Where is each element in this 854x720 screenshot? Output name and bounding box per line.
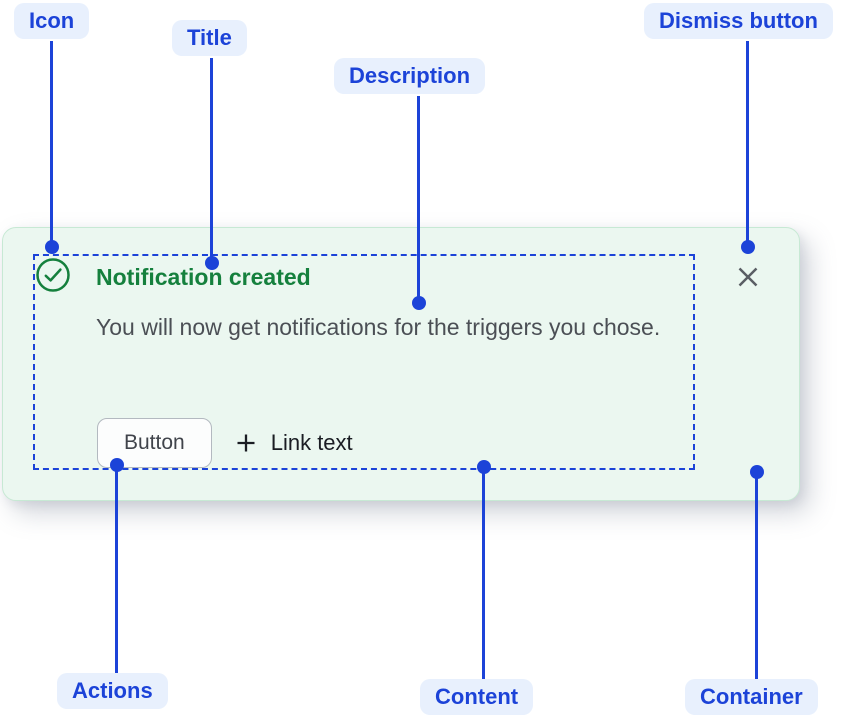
plus-icon [234,431,258,455]
callout-dismiss-line [746,41,749,242]
callout-container-line [755,477,758,679]
close-icon [735,264,761,290]
callout-icon-label: Icon [14,3,90,40]
callout-title-label: Title [172,20,247,57]
callout-icon-dot [45,240,59,254]
callout-dismiss-dot [741,240,755,254]
dismiss-button[interactable] [733,262,763,292]
callout-container-dot [750,465,764,479]
callout-content-line [482,472,485,679]
success-check-circle-icon [35,257,71,293]
callout-content-dot [477,460,491,474]
notification-title: Notification created [96,264,311,290]
content-region-outline [33,254,695,470]
callout-description-dot [412,296,426,310]
callout-actions-label: Actions [57,673,168,710]
callout-title-line [210,58,213,258]
callout-title-dot [205,256,219,270]
callout-actions-line [115,470,118,673]
callout-description-label: Description [334,58,486,95]
actions-row: Button Link text [97,418,353,468]
notification-description: You will now get notifications for the t… [96,314,661,340]
callout-dismiss-label: Dismiss button [644,3,833,40]
callout-icon-line [50,41,53,242]
callout-description-line [417,96,420,298]
callout-content-label: Content [420,679,534,716]
action-link-label: Link text [270,430,353,455]
action-link[interactable]: Link text [234,430,353,456]
callout-actions-dot [110,458,124,472]
callout-container-label: Container [685,679,818,716]
